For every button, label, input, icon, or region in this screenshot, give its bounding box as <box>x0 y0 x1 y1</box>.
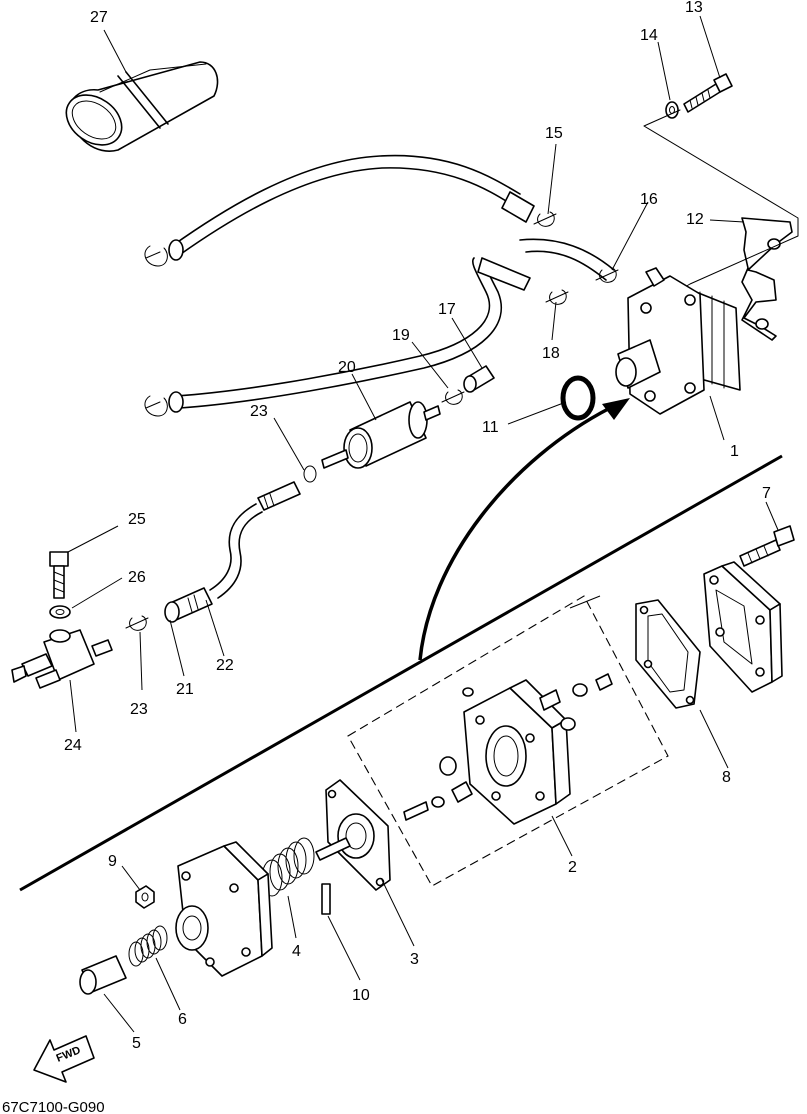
part-20-fuel-filter <box>321 401 441 469</box>
callout-14: 14 <box>640 27 658 44</box>
part-17-joint <box>463 365 495 393</box>
pump-cover <box>703 561 783 693</box>
part-19-clip <box>441 389 465 405</box>
callout-18: 18 <box>542 345 560 362</box>
part-16-clip <box>595 267 619 283</box>
part-2-pump-body <box>403 673 613 825</box>
callout-22: 22 <box>216 657 234 674</box>
fuel-hose-upper <box>144 154 535 267</box>
callout-15: 15 <box>545 125 563 142</box>
part-26-washer <box>49 605 71 619</box>
callout-12: 12 <box>686 211 704 228</box>
callout-21: 21 <box>176 681 194 698</box>
part-23-clip-lower <box>125 615 149 631</box>
callout-11: 11 <box>482 419 499 436</box>
drawing-code: 67C7100-G090 <box>2 1099 105 1114</box>
callout-6: 6 <box>178 1011 187 1028</box>
part-11-o-ring <box>560 375 596 421</box>
fuel-hose-lower <box>144 257 531 417</box>
callout-27: 27 <box>90 9 108 26</box>
callout-1: 1 <box>730 443 739 460</box>
callout-2: 2 <box>568 859 577 876</box>
callout-5: 5 <box>132 1035 141 1052</box>
part-21-joint <box>164 587 213 623</box>
callout-23-lower: 23 <box>130 701 148 718</box>
lower-pump-housing <box>175 841 273 977</box>
callout-8: 8 <box>722 769 731 786</box>
part-24-fuel-cock <box>11 629 113 689</box>
part-6-spring <box>128 925 168 967</box>
callouts: 27 13 14 15 16 12 17 19 18 20 23 11 1 7 … <box>64 0 771 1052</box>
part-12-bracket <box>741 217 793 341</box>
part-15-clip <box>533 211 557 227</box>
fwd-arrow-icon: FWD <box>33 1035 95 1083</box>
part-5-plunger <box>79 955 127 995</box>
part-1-fuel-pump <box>615 267 741 415</box>
callout-16: 16 <box>640 191 658 208</box>
callout-17: 17 <box>438 301 456 318</box>
section-divider-line <box>19 454 783 892</box>
part-4-spring <box>261 837 315 897</box>
part-13-bolt <box>683 73 733 113</box>
part-18-clip <box>545 289 569 305</box>
callout-13: 13 <box>685 0 703 16</box>
callout-3: 3 <box>410 951 419 968</box>
callout-20: 20 <box>338 359 356 376</box>
part-23-clip-upper <box>303 465 317 483</box>
assembly-arrow <box>418 398 630 661</box>
callout-7: 7 <box>762 485 771 502</box>
part-8-gasket <box>635 599 701 709</box>
part-3-diaphragm <box>315 779 391 891</box>
callout-9: 9 <box>108 853 117 870</box>
callout-26: 26 <box>128 569 146 586</box>
part-2-dashed-box <box>347 595 669 887</box>
leader-lines <box>67 15 779 1033</box>
part-22-fuel-hose <box>209 481 301 599</box>
part-10-pin <box>321 883 331 915</box>
callout-19: 19 <box>392 327 410 344</box>
callout-24: 24 <box>64 737 82 754</box>
callout-25: 25 <box>128 511 146 528</box>
part-9-nut <box>135 885 155 909</box>
callout-10: 10 <box>352 987 370 1004</box>
part-27-sleeve <box>65 61 219 152</box>
callout-23-upper: 23 <box>250 403 268 420</box>
part-25-screw <box>49 551 69 599</box>
callout-4: 4 <box>292 943 301 960</box>
part-7-screw <box>739 525 795 567</box>
